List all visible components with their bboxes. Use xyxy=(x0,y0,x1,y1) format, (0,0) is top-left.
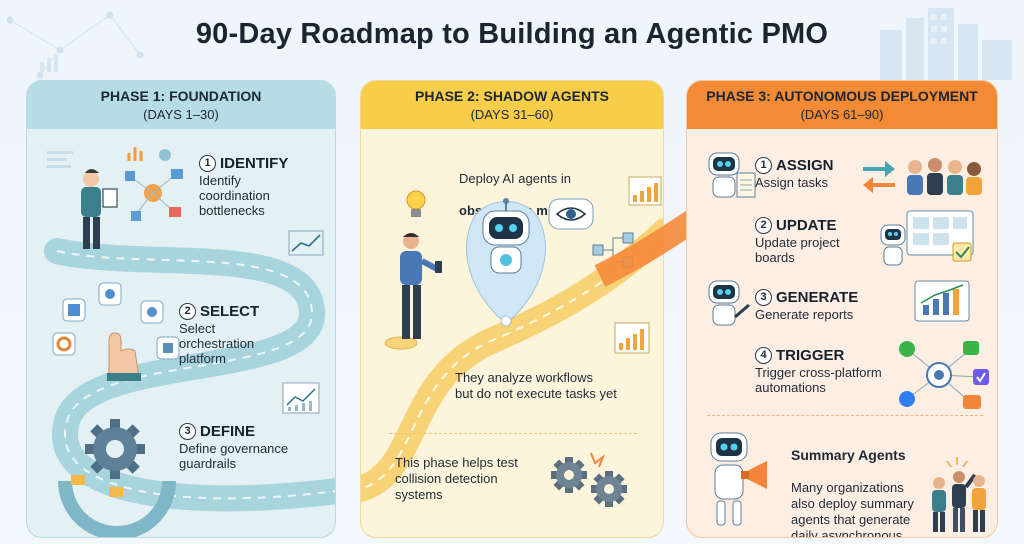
step-description: Define governance guardrails xyxy=(179,441,289,471)
step-title: TRIGGER xyxy=(776,347,845,364)
phase-1-days: (DAYS 1–30) xyxy=(143,107,219,122)
step-number: 1 xyxy=(755,157,772,174)
step-description: Generate reports xyxy=(755,307,854,322)
step-update: 2 UPDATE Update project boards xyxy=(755,217,840,265)
phase-2-days: (DAYS 31–60) xyxy=(470,107,554,122)
step-select: 2 SELECT Select orchestration platform xyxy=(179,303,259,366)
summary-title: Summary Agents xyxy=(791,447,906,463)
hand-selecting-icon xyxy=(52,282,180,381)
step-number: 2 xyxy=(755,217,772,234)
page-title: 90-Day Roadmap to Building an Agentic PM… xyxy=(195,18,829,50)
phase-3-panel: PHASE 3: AUTONOMOUS DEPLOYMENT (DAYS 61–… xyxy=(686,80,998,538)
network-icon xyxy=(899,341,989,409)
step-trigger: 4 TRIGGER Trigger cross-platform automat… xyxy=(755,347,882,395)
analyze-text: They analyze workflows but do not execut… xyxy=(455,370,617,401)
phase-2-panel: PHASE 2: SHADOW AGENTS (DAYS 31–60) Depl… xyxy=(360,80,664,538)
phase-1-panel: PHASE 1: FOUNDATION (DAYS 1–30) 1 IDENTI… xyxy=(26,80,336,538)
road-path xyxy=(44,238,335,512)
phase-3-header: PHASE 3: AUTONOMOUS DEPLOYMENT (DAYS 61–… xyxy=(687,81,997,129)
robot-pen-icon xyxy=(708,280,750,326)
team-icon xyxy=(863,158,982,195)
team-celebrating-icon xyxy=(932,457,986,532)
step-define: 3 DEFINE Define governance guardrails xyxy=(179,423,288,471)
step-title: DEFINE xyxy=(200,423,256,440)
gear-icon xyxy=(58,419,176,537)
bar-chart-icon xyxy=(282,382,320,414)
growth-chart-icon xyxy=(614,322,650,354)
step-number: 1 xyxy=(199,155,216,172)
robot-icon xyxy=(466,198,546,327)
intro-line-1: Deploy AI agents in xyxy=(459,171,572,186)
person-analyzing-icon xyxy=(47,147,183,249)
step-description: Assign tasks xyxy=(755,175,828,190)
growth-chart-icon xyxy=(628,176,662,206)
summary-block: Summary Agents Many organizations also d… xyxy=(791,431,914,538)
phase-1-header: PHASE 1: FOUNDATION (DAYS 1–30) xyxy=(27,81,335,129)
step-title: ASSIGN xyxy=(776,157,834,174)
gears-icon xyxy=(551,452,627,507)
board-icon xyxy=(880,210,974,266)
step-identify: 1 IDENTIFY Identify coordination bottlen… xyxy=(199,155,288,218)
phase-2-header: PHASE 2: SHADOW AGENTS (DAYS 31–60) xyxy=(361,81,663,129)
lightbulb-icon xyxy=(406,190,426,217)
robot-megaphone-icon xyxy=(710,432,767,526)
eye-icon xyxy=(548,198,594,230)
step-title: GENERATE xyxy=(776,289,859,306)
step-number: 3 xyxy=(179,423,196,440)
summary-text: Many organizations also deploy summary a… xyxy=(791,480,914,538)
step-description: Identify coordination bottlenecks xyxy=(199,173,270,218)
divider xyxy=(707,415,983,416)
collision-text: This phase helps test collision detectio… xyxy=(395,455,518,502)
person-phone-icon xyxy=(400,233,442,339)
step-title: SELECT xyxy=(200,303,260,320)
phase-1-title: PHASE 1: FOUNDATION xyxy=(100,88,262,104)
line-chart-icon xyxy=(288,230,324,256)
phase-3-title: PHASE 3: AUTONOMOUS DEPLOYMENT xyxy=(706,88,978,104)
step-assign: 1 ASSIGN Assign tasks xyxy=(755,157,834,190)
step-number: 2 xyxy=(179,303,196,320)
step-description: Update project boards xyxy=(755,235,840,265)
step-generate: 3 GENERATE Generate reports xyxy=(755,289,858,322)
divider xyxy=(389,433,637,434)
phase-2-title: PHASE 2: SHADOW AGENTS xyxy=(415,88,609,104)
step-title: UPDATE xyxy=(776,217,837,234)
step-number: 3 xyxy=(755,289,772,306)
report-chart-icon xyxy=(914,280,970,322)
step-title: IDENTIFY xyxy=(220,155,289,172)
step-number: 4 xyxy=(755,347,772,364)
step-description: Select orchestration platform xyxy=(179,321,255,366)
robot-clipboard-icon xyxy=(708,152,756,198)
step-description: Trigger cross-platform automations xyxy=(755,365,882,395)
phase-3-days: (DAYS 61–90) xyxy=(800,107,884,122)
